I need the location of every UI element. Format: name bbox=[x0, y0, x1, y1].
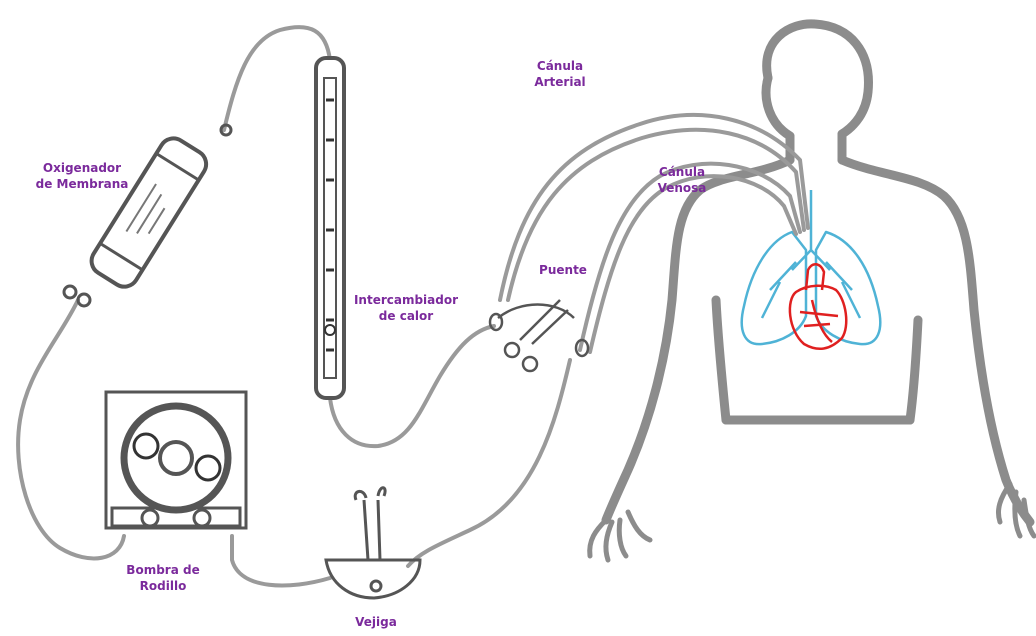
label-bridge-line1: Puente bbox=[528, 262, 598, 278]
label-oxygenator-line1: Oxigenador bbox=[28, 160, 136, 176]
label-venous-cannula-line2: Venosa bbox=[642, 180, 722, 196]
label-heat-exchanger-line2: de calor bbox=[346, 308, 466, 324]
oxygenator-icon bbox=[86, 133, 211, 292]
hand-right-icon bbox=[998, 484, 1034, 536]
label-arterial-cannula-line1: Cánula bbox=[520, 58, 600, 74]
label-oxygenator-line2: de Membrana bbox=[28, 176, 136, 192]
heart-icon bbox=[790, 264, 846, 349]
human-silhouette-icon bbox=[606, 24, 1030, 522]
label-arterial-cannula: Cánula Arterial bbox=[520, 58, 600, 90]
hand-left-icon bbox=[590, 512, 650, 560]
label-bridge: Puente bbox=[528, 262, 598, 278]
label-bladder-line1: Vejiga bbox=[344, 614, 408, 630]
clamp-icon bbox=[490, 300, 588, 371]
label-roller-pump-line1: Bombra de bbox=[118, 562, 208, 578]
roller-pump-icon bbox=[106, 392, 246, 528]
label-venous-cannula: Cánula Venosa bbox=[642, 164, 722, 196]
label-heat-exchanger-line1: Intercambiador bbox=[346, 292, 466, 308]
label-oxygenator: Oxigenador de Membrana bbox=[28, 160, 136, 192]
label-roller-pump: Bombra de Rodillo bbox=[118, 562, 208, 594]
label-arterial-cannula-line2: Arterial bbox=[520, 74, 600, 90]
bladder-icon bbox=[326, 488, 420, 598]
label-bladder: Vejiga bbox=[344, 614, 408, 630]
heat-exchanger-icon bbox=[316, 58, 344, 398]
label-heat-exchanger: Intercambiador de calor bbox=[346, 292, 466, 324]
label-roller-pump-line2: Rodillo bbox=[118, 578, 208, 594]
label-venous-cannula-line1: Cánula bbox=[642, 164, 722, 180]
